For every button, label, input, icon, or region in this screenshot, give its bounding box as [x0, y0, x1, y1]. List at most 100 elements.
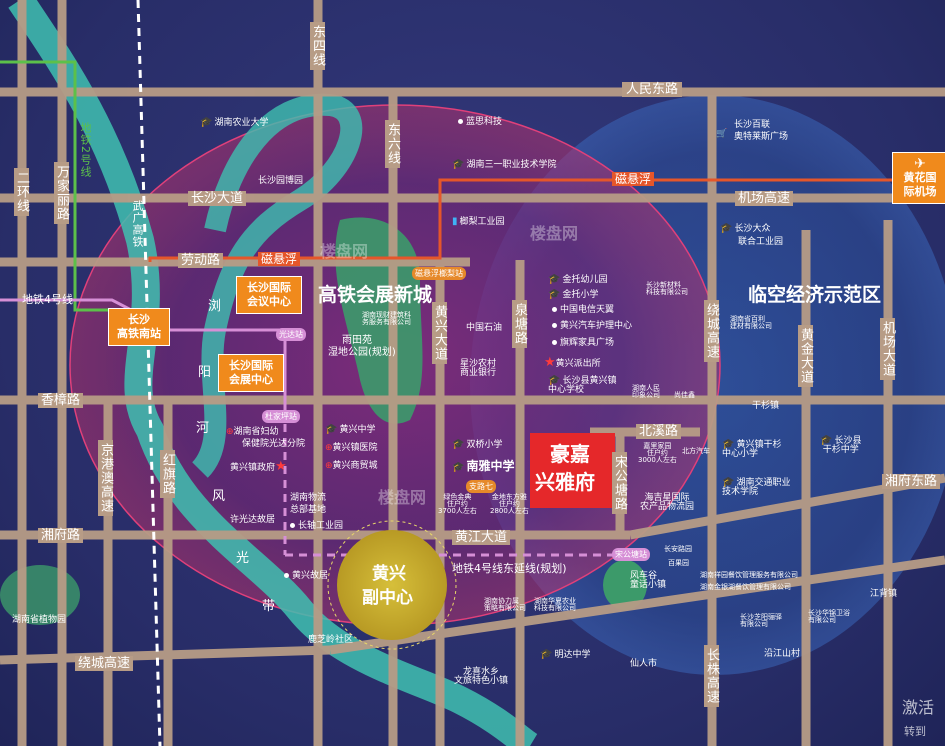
airport-label: 黄花国 际机场 — [903, 171, 937, 198]
poi-sinopec: 中国石油 — [466, 323, 503, 333]
road-changzhu: 长株高速 — [704, 645, 719, 707]
poi-hx-nursing: 黄兴汽车护理中心 — [552, 322, 632, 331]
road-raocheng-south: 绕城高速 — [75, 656, 134, 671]
river-char: 带 — [262, 599, 276, 614]
poi-nanya: 🎓南雅中学 — [452, 459, 515, 473]
river-char: 河 — [196, 421, 210, 436]
fengche-park — [603, 560, 647, 610]
project-box — [530, 433, 615, 508]
box-expo: 长沙国际 会展中心 — [218, 354, 284, 392]
poi-jiangyun: 沿江山村 — [764, 649, 801, 659]
poi-mch: ⊕湖南省妇幼 — [226, 427, 279, 437]
star-icon: ★ — [275, 459, 287, 474]
poi-jiancai: 湖南省百利建材有限公司 — [730, 315, 772, 330]
school-icon: 🎓 — [548, 274, 561, 285]
poi-hx-folk: 黄兴故居 — [284, 572, 328, 581]
school-icon: 🎓 — [548, 375, 561, 386]
poi-changan: 长安路园 — [664, 545, 692, 553]
road-erhuan: 二环线 — [14, 168, 29, 216]
poi-bailian-2: 奥特莱斯广场 — [734, 132, 789, 142]
poi-jiangbei: 江背镇 — [870, 589, 898, 599]
poi-bailian: 🛒 — [716, 130, 727, 139]
hospital-icon: ⊕ — [226, 427, 234, 437]
poi-changsha-fuyi: 长沙芝阳骊驿 有限公司 — [740, 613, 782, 628]
poi-dazhong-2: 联合工业园 — [738, 237, 784, 247]
road-laodong: 劳动路 — [178, 253, 224, 268]
school-icon: 🎓 — [452, 462, 465, 473]
watermark: 楼盘网 — [378, 488, 427, 507]
hospital-icon: ⊕ — [325, 443, 333, 453]
label-maglev-2: 磁悬浮 — [258, 252, 301, 266]
road-quantang: 泉塘路 — [512, 300, 527, 348]
poi-wuliu-2: 总部基地 — [290, 505, 327, 515]
label-metro4: 地铁4号线 — [22, 293, 73, 306]
poi-changzhou-ind: 长轴工业园 — [290, 522, 343, 531]
label-metro4-ext: 地铁4号线东延线(规划) — [452, 562, 567, 575]
road-jichang-express: 机场高速 — [735, 191, 794, 206]
poi-bailian-1: 长沙百联 — [734, 120, 771, 130]
poi-beifang: 北方汽车 — [682, 447, 710, 455]
road-jinggangao: 京港澳高速 — [98, 440, 113, 516]
star-icon: ★ — [544, 355, 556, 370]
poi-shangyi: 尚佳鑫 — [674, 391, 695, 399]
road-jichang-ave: 机场大道 — [880, 318, 895, 380]
hospital-icon: ⊕ — [325, 461, 333, 471]
river-char: 浏 — [208, 299, 222, 314]
road-huangxing-ave: 黄兴大道 — [432, 302, 447, 364]
poi-luzhiling: 鹿芝岭社区 — [308, 635, 354, 645]
box-hsr-station: 长沙 高铁南站 — [108, 308, 170, 346]
poi-hx-hospital: ⊕黄兴镇医院 — [325, 443, 378, 453]
poi-qihui: 旗辉家具广场 — [552, 339, 614, 348]
poi-ganshan-ms: 🎓长沙县 干杉中学 — [820, 435, 862, 455]
poi-hx-center-school: 🎓长沙县黄兴镇 中心学校 — [548, 375, 617, 395]
tag-zhixingqi: 支路七 — [466, 480, 496, 493]
road-raocheng-v: 绕城高速 — [704, 300, 719, 362]
dot-icon — [552, 340, 557, 345]
dot-icon — [284, 573, 289, 578]
liuyang-river — [8, 0, 538, 746]
road-dongsi: 东四线 — [310, 22, 325, 70]
school-icon: 🎓 — [720, 223, 733, 234]
poi-yutian-2: 湿地公园(规划) — [328, 347, 396, 358]
watermark: 楼盘网 — [530, 224, 579, 243]
road-hongqi: 红旗路 — [160, 450, 175, 498]
poi-hn-finance: 湖南现财建筑科 务服务有限公司 — [362, 311, 411, 326]
corner-text: 激活 — [902, 698, 935, 717]
area-hsr-city: 高铁会展新城 — [318, 284, 433, 306]
poi-wuliu-1: 湖南物流 — [290, 493, 327, 503]
poi-yutian-1: 雨田苑 — [342, 335, 372, 346]
poi-huakang: 长沙华锦卫浴 有限公司 — [808, 609, 850, 624]
school-icon: 🎓 — [722, 439, 735, 450]
poi-cater-1: 湖南祥园餐饮管理服务有限公司 — [700, 571, 798, 579]
road-xiangzhang: 香樟路 — [38, 393, 84, 408]
poi-langli: ▮榔梨工业园 — [452, 216, 505, 227]
dot-icon — [290, 523, 295, 528]
dot-icon — [552, 323, 557, 328]
area-airport-zone: 临空经济示范区 — [748, 284, 882, 306]
road-dongliu: 东六线 — [385, 120, 400, 168]
road-wanjiali: 万家丽路 — [54, 162, 69, 224]
poi-hx-ganshan: 🎓黄兴镇干杉 中心小学 — [722, 439, 782, 459]
poi-sanzhi: 🎓湖南三一职业技术学院 — [452, 159, 557, 170]
poi-hn-jiaotong: 🎓湖南交通职业 技术学院 — [722, 477, 791, 497]
poi-hx-gov: 黄兴镇政府★ — [230, 459, 287, 474]
area-subcenter-1: 黄兴 — [372, 564, 406, 584]
poi-hx-trade: ⊕黄兴商贸城 — [325, 461, 378, 471]
dot-icon — [552, 307, 557, 312]
poi-agri-univ: 🎓湖南农业大学 — [200, 117, 269, 128]
wetland-park — [335, 217, 423, 424]
poi-hx-police: ★黄兴派出所 — [544, 355, 601, 370]
box-conference: 长沙国际 会议中心 — [236, 276, 302, 314]
dot-icon — [458, 119, 463, 124]
poi-haiji: 海吉星国际 农产品物流园 — [640, 493, 695, 512]
project-name-1: 豪嘉 — [550, 442, 590, 466]
poi-longxi: 龙喜水乡文旅特色小镇 — [454, 667, 509, 686]
school-icon: 🎓 — [452, 439, 465, 450]
poi-mingda: 🎓明达中学 — [540, 649, 591, 660]
school-icon: 🎓 — [540, 649, 553, 660]
road-renmin-east: 人民东路 — [622, 82, 683, 97]
poi-xingsha-bank: 星沙农村 商业银行 — [460, 359, 497, 378]
road-xiangfu-west: 湘府路 — [38, 528, 84, 543]
